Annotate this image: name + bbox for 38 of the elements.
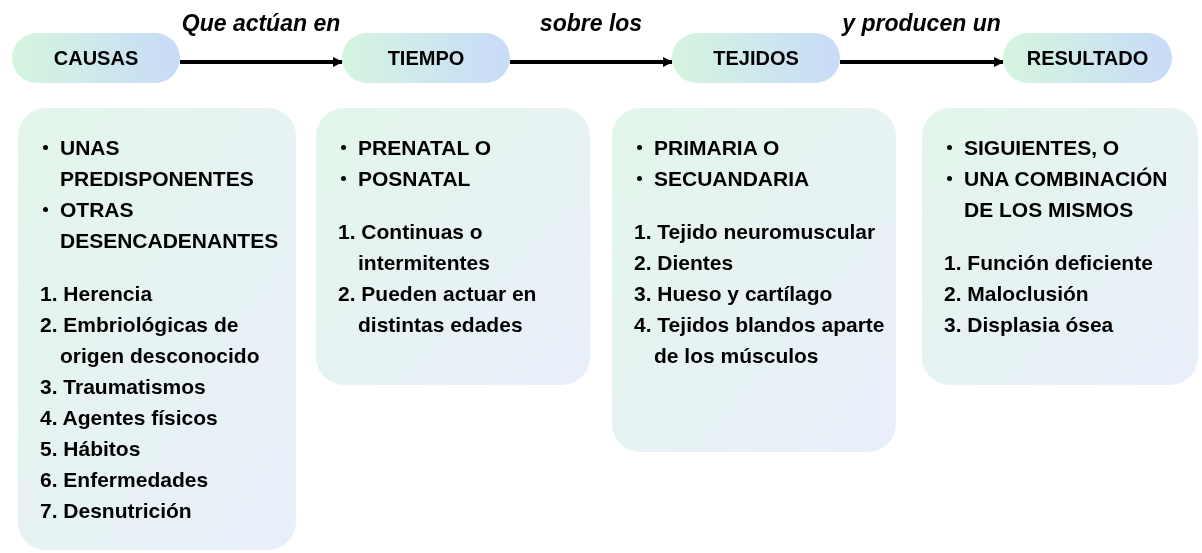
info-card: [18, 108, 296, 550]
list-item: 2. Maloclusión: [944, 281, 1089, 307]
bullet-item: SECUANDARIA: [654, 166, 810, 192]
list-item: 3. Hueso y cartílago: [634, 281, 833, 307]
list-item: 1. Función deficiente: [944, 250, 1153, 276]
bullet-item: UNAS PREDISPONENTES: [60, 135, 255, 192]
list-item: 2. Embriológicas de origen desconocido: [40, 312, 261, 369]
edge-label: y producen un: [842, 9, 1001, 38]
edge-label: Que actúan en: [181, 9, 341, 38]
bullet-item: PRENATAL O: [358, 135, 491, 161]
list-item: 1. Herencia: [40, 281, 153, 307]
edge-label: sobre los: [539, 9, 643, 38]
bullet-item: UNA COMBINACIÓN DE LOS MISMOS: [964, 166, 1169, 223]
bullet-item: POSNATAL: [358, 166, 471, 192]
list-item: 1. Continuas o intermitentes: [338, 219, 491, 276]
list-item: 4. Agentes físicos: [40, 405, 218, 431]
list-item: 1. Tejido neuromuscular: [634, 219, 876, 245]
list-item: 5. Hábitos: [40, 436, 141, 462]
list-item: 3. Traumatismos: [40, 374, 206, 400]
info-card: [612, 108, 896, 452]
bullet-item: PRIMARIA O: [654, 135, 780, 161]
list-item: 2. Pueden actuar en distintas edades: [338, 281, 538, 338]
arrow: [840, 57, 1004, 67]
arrow: [510, 57, 673, 67]
bullet-item: OTRAS DESENCADENANTES: [60, 197, 280, 254]
bullet-item: SIGUIENTES, O: [964, 135, 1120, 161]
step-pill: TEJIDOS: [672, 33, 840, 83]
list-item: 3. Displasia ósea: [944, 312, 1114, 338]
list-item: 2. Dientes: [634, 250, 734, 276]
step-pill: CAUSAS: [12, 33, 180, 83]
step-pill: RESULTADO: [1003, 33, 1172, 83]
info-card: [316, 108, 590, 385]
list-item: 6. Enfermedades: [40, 467, 209, 493]
list-item: 7. Desnutrición: [40, 498, 192, 524]
list-item: 4. Tejidos blandos aparte de los músculos: [634, 312, 886, 369]
info-card: [922, 108, 1198, 385]
arrow: [180, 57, 343, 67]
step-pill: TIEMPO: [342, 33, 510, 83]
